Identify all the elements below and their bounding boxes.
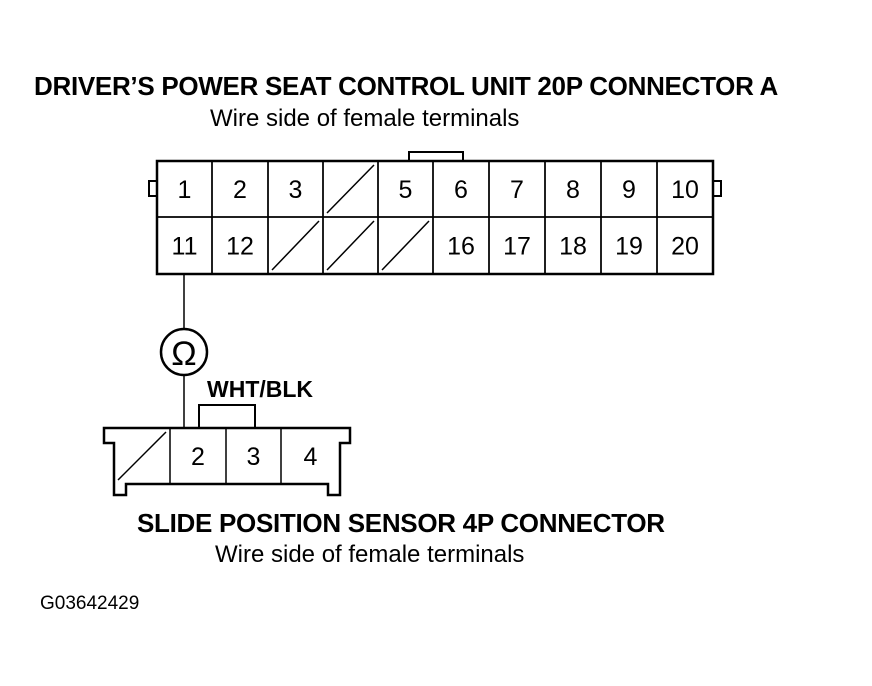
ohm-meter-symbol: Ω <box>171 335 196 373</box>
terminal-4: 4 <box>304 443 318 471</box>
terminal-9: 9 <box>622 176 636 204</box>
terminal-11: 11 <box>172 233 198 261</box>
connector-a-lock-tab <box>408 151 464 162</box>
empty-cavity-slash <box>326 164 375 214</box>
empty-cavity-slash <box>271 220 320 271</box>
terminal-2: 2 <box>191 443 205 471</box>
connector-a-subtitle: Wire side of female terminals <box>210 105 520 132</box>
connector-a-left-key <box>148 180 157 197</box>
figure-code: G03642429 <box>40 593 140 614</box>
connector-b: 2 3 4 <box>102 404 352 497</box>
wire-color-label: WHT/BLK <box>207 376 313 402</box>
connector-a-cell <box>656 216 714 275</box>
terminal-1: 1 <box>178 176 192 204</box>
empty-cavity-slash <box>117 431 167 481</box>
terminal-12: 12 <box>226 233 254 261</box>
terminal-20: 20 <box>671 233 699 261</box>
empty-cavity-slash <box>381 220 430 271</box>
terminal-7: 7 <box>510 176 524 204</box>
terminal-5: 5 <box>399 176 413 204</box>
terminal-10: 10 <box>671 176 699 204</box>
terminal-3: 3 <box>247 443 261 471</box>
terminal-19: 19 <box>615 233 643 261</box>
connector-b-body <box>102 426 352 497</box>
connector-b-lock-tab <box>198 404 256 429</box>
connector-b-title: SLIDE POSITION SENSOR 4P CONNECTOR <box>137 508 665 538</box>
empty-cavity-slash <box>326 220 375 271</box>
terminal-17: 17 <box>503 233 531 261</box>
connector-a-right-key <box>713 180 722 197</box>
connector-b-subtitle: Wire side of female terminals <box>215 541 525 568</box>
terminal-18: 18 <box>559 233 587 261</box>
terminal-3: 3 <box>289 176 303 204</box>
terminal-6: 6 <box>454 176 468 204</box>
terminal-2: 2 <box>233 176 247 204</box>
terminal-16: 16 <box>447 233 475 261</box>
terminal-8: 8 <box>566 176 580 204</box>
connector-a-title: DRIVER’S POWER SEAT CONTROL UNIT 20P CON… <box>34 71 779 101</box>
